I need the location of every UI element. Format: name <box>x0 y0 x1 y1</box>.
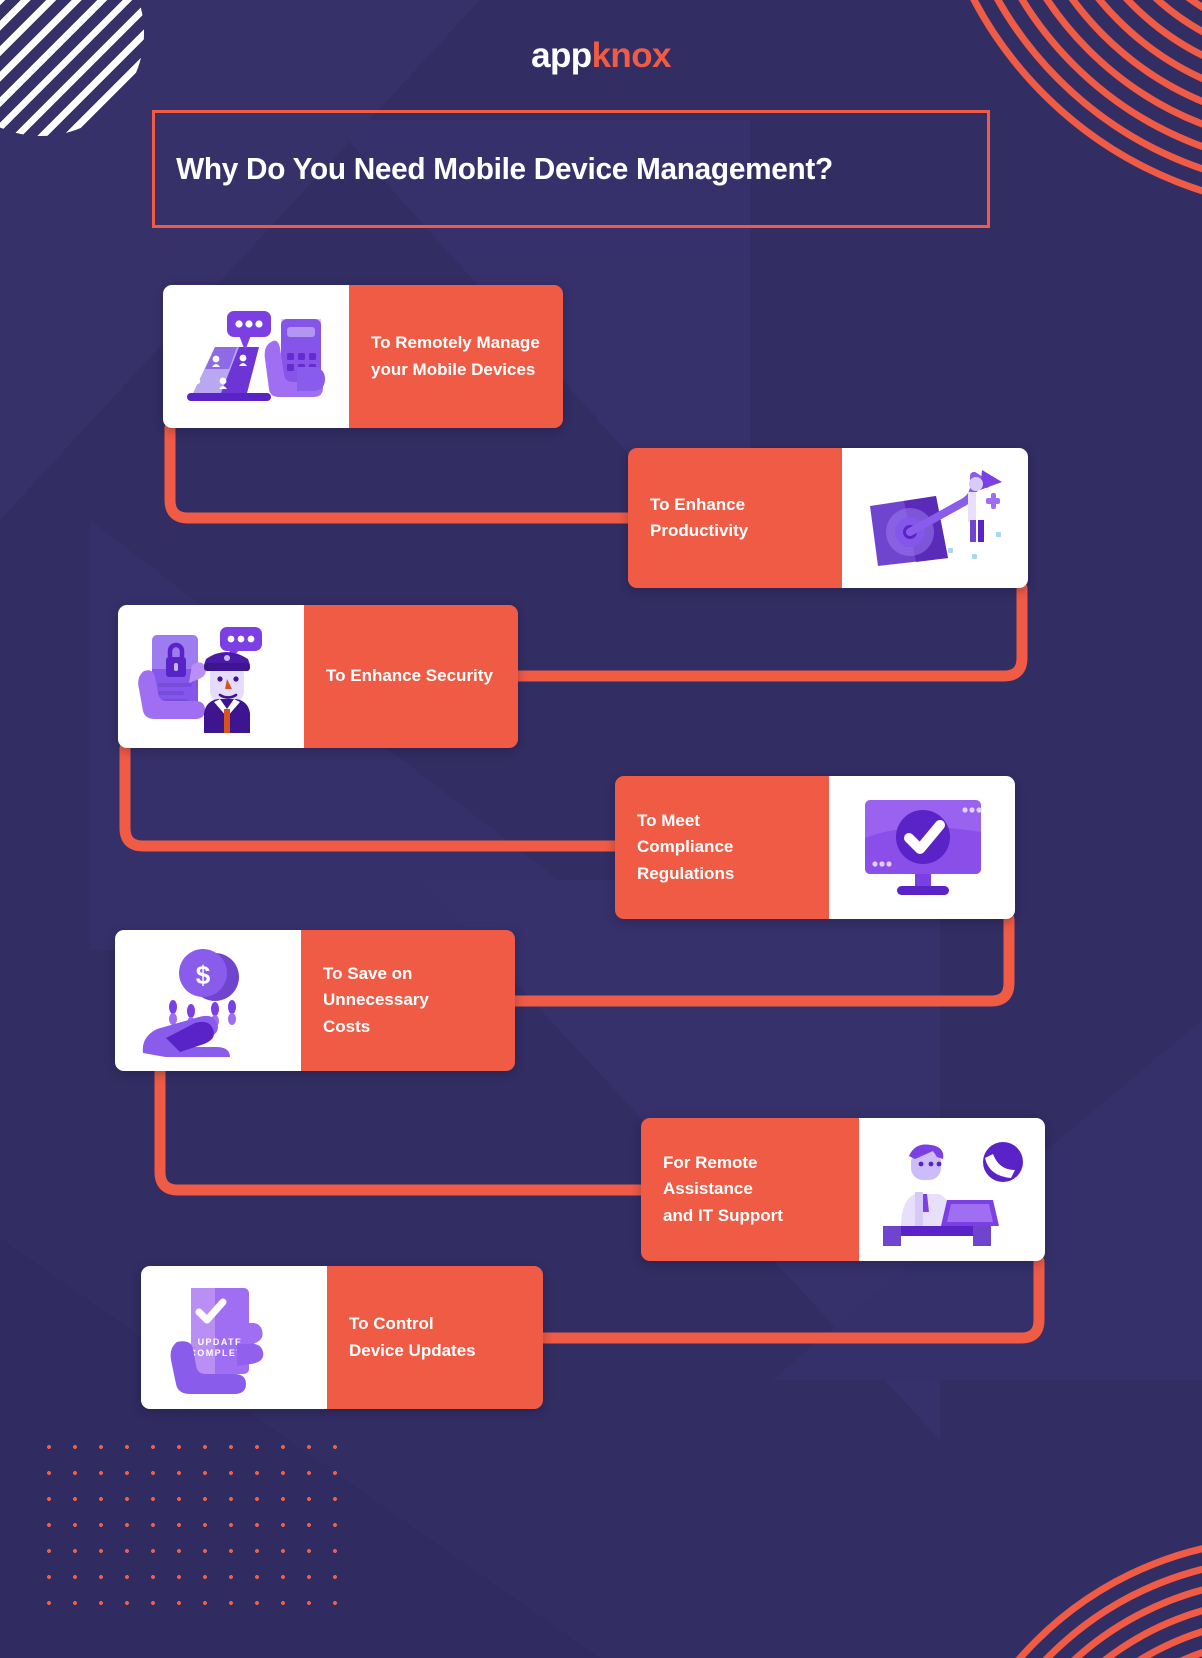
hand-dollar-coin-icon: $ <box>115 930 301 1071</box>
target-arrow-growth-icon <box>842 448 1028 588</box>
update-complete-line1: UPDATE <box>198 1337 243 1347</box>
logo-text-knox: knox <box>591 36 672 75</box>
step-label-device-updates: To Control Device Updates <box>327 1266 543 1409</box>
update-complete-line2: COMPLETE <box>189 1348 250 1358</box>
lock-phone-officer-icon <box>118 605 304 748</box>
monitor-checkmark-icon <box>829 776 1015 919</box>
step-card-remote-assistance[interactable]: For Remote Assistance and IT Support <box>641 1118 1045 1261</box>
step-label-save-costs: To Save on Unnecessary Costs <box>301 930 515 1071</box>
step-label-line: To Enhance Security <box>326 666 493 686</box>
step-label-remote-assistance: For Remote Assistance and IT Support <box>641 1118 859 1261</box>
step-label-line: Costs <box>323 1016 371 1036</box>
step-label-compliance: To Meet Compliance Regulations <box>615 776 829 919</box>
step-card-security[interactable]: To Enhance Security <box>118 605 518 748</box>
appknox-logo: appknox <box>0 38 1202 73</box>
support-agent-headset-icon <box>859 1118 1045 1261</box>
step-label-line: Compliance <box>637 837 734 857</box>
svg-text:$: $ <box>196 960 211 990</box>
step-label-line: To Meet <box>637 810 700 830</box>
step-card-compliance[interactable]: To Meet Compliance Regulations <box>615 776 1015 919</box>
step-label-line: Device Updates <box>349 1340 476 1360</box>
step-label-line: For Remote <box>663 1152 758 1172</box>
step-label-line: To Control <box>349 1314 434 1334</box>
step-label-line: Productivity <box>650 521 749 540</box>
step-label-remote-manage: To Remotely Manage your Mobile Devices <box>349 285 563 428</box>
laptop-phone-chat-icon <box>163 285 349 428</box>
hand-phone-update-complete-icon: UPDATE COMPLETE <box>141 1266 327 1409</box>
logo-text-app: app <box>531 36 592 75</box>
step-card-save-costs[interactable]: $ To Sav <box>115 930 515 1071</box>
step-label-line: To Remotely Manage <box>371 333 540 353</box>
step-label-line: Unnecessary <box>323 990 429 1010</box>
step-label-line: To Enhance <box>650 494 746 514</box>
step-label-line: Assistance <box>663 1179 753 1199</box>
step-label-productivity: To Enhance Productivity <box>628 448 842 588</box>
step-label-line: Regulations <box>637 863 735 883</box>
step-label-line: To Save on <box>323 963 413 983</box>
step-label-security: To Enhance Security <box>304 605 518 748</box>
step-card-remote-manage[interactable]: To Remotely Manage your Mobile Devices <box>163 285 563 428</box>
page-title-box: Why Do You Need Mobile Device Management… <box>152 110 990 228</box>
step-label-line: and IT Support <box>663 1205 783 1225</box>
step-card-productivity[interactable]: To Enhance Productivity <box>628 448 1028 588</box>
step-card-device-updates[interactable]: UPDATE COMPLETE To Control Device Update… <box>141 1266 543 1409</box>
page-title: Why Do You Need Mobile Device Management… <box>176 151 833 186</box>
step-label-line: your Mobile Devices <box>371 359 536 379</box>
